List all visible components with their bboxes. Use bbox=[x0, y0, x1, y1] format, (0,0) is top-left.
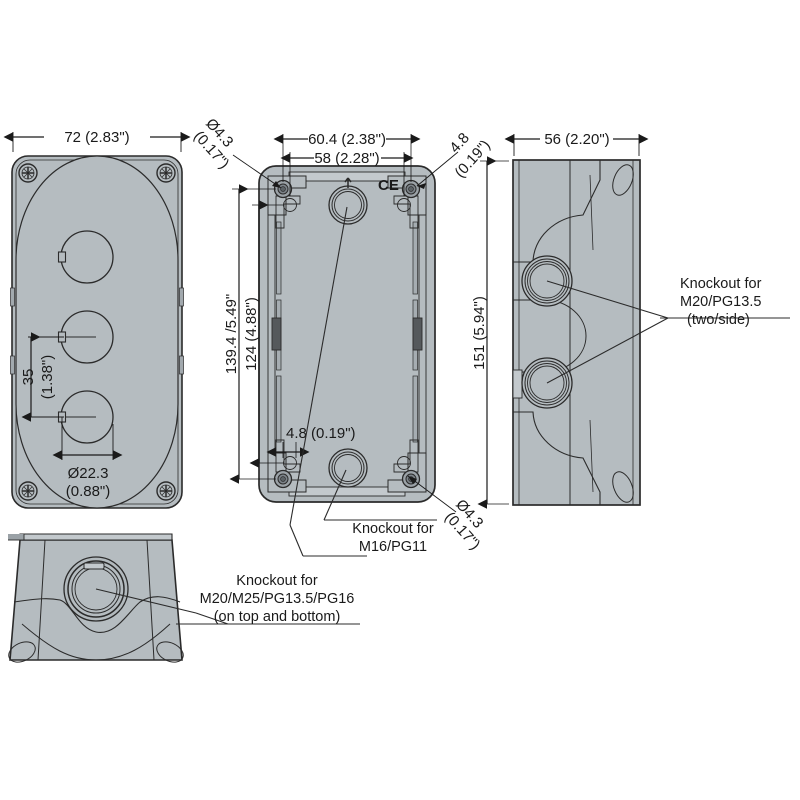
dimension-offset-bottom: 4.8 (0.19") bbox=[266, 425, 356, 458]
button-diameter-label: Ø22.3 bbox=[68, 465, 109, 482]
mounting-boss bbox=[387, 175, 427, 229]
knockout-bottom bbox=[328, 448, 368, 488]
callout-m20-m25: Knockout for M20/M25/PG13.5/PG16 (on top… bbox=[200, 573, 355, 625]
callout-m20-pg13-line-2: (two/side) bbox=[687, 312, 750, 328]
mount-width-outer-label: 60.4 (2.38") bbox=[308, 131, 386, 148]
knockout-top bbox=[328, 185, 368, 225]
callout-m20-pg13-line-0: Knockout for bbox=[680, 276, 762, 292]
front-view: 72 (2.83") 35 (1.38") Ø22.3 (0.88") bbox=[3, 129, 191, 509]
side-width-label: 56 (2.20") bbox=[544, 131, 609, 148]
button-spacing-label: 35 bbox=[20, 369, 37, 386]
dimension-button-diameter: Ø22.3 (0.88") bbox=[52, 417, 123, 500]
callout-m20-pg13-line-1: M20/PG13.5 bbox=[680, 294, 761, 310]
orientation-arrow-icon bbox=[344, 177, 352, 188]
offset-bottom-label: 4.8 (0.19") bbox=[286, 425, 356, 442]
callout-m16-line-0: Knockout for bbox=[352, 521, 434, 537]
callout-m20-m25-line-2: (on top and bottom) bbox=[214, 609, 341, 625]
dimension-side-height: 151 (5.94") bbox=[471, 156, 509, 509]
dimension-front-width: 72 (2.83") bbox=[3, 129, 191, 152]
mount-width-inner-label: 58 (2.28") bbox=[314, 150, 379, 167]
button-hole bbox=[57, 230, 114, 284]
dimension-side-width: 56 (2.20") bbox=[504, 131, 649, 156]
height-outer-label: 139.4 /5.49" bbox=[223, 294, 240, 374]
dimension-height-outer: 139.4 /5.49" bbox=[223, 184, 276, 484]
callout-m20-m25-line-0: Knockout for bbox=[236, 573, 318, 589]
front-width-label: 72 (2.83") bbox=[64, 129, 129, 146]
height-inner-label: 124 (4.88") bbox=[243, 297, 260, 371]
callout-m20-m25-line-1: M20/M25/PG13.5/PG16 bbox=[200, 591, 355, 607]
dimension-height-inner: 124 (4.88") bbox=[243, 200, 284, 468]
corner-screw bbox=[156, 163, 176, 183]
dimension-mount-width-inner: 58 (2.28") bbox=[280, 150, 414, 196]
corner-screw bbox=[18, 481, 38, 501]
corner-screw bbox=[156, 481, 176, 501]
callout-m16-line-1: M16/PG11 bbox=[359, 539, 427, 555]
callout-m16: Knockout for M16/PG11 bbox=[352, 521, 434, 555]
top-view bbox=[8, 533, 184, 663]
corner-screw bbox=[18, 163, 38, 183]
ce-mark-label: CE bbox=[378, 177, 399, 194]
button-spacing-inch-label: (1.38") bbox=[39, 355, 56, 400]
callout-m20-pg13: Knockout for M20/PG13.5 (two/side) bbox=[680, 276, 762, 328]
side-height-label: 151 (5.94") bbox=[471, 296, 488, 370]
callout-leaders bbox=[95, 206, 790, 625]
button-diameter-inch-label: (0.88") bbox=[66, 483, 111, 500]
dimension-button-spacing: 35 (1.38") bbox=[20, 332, 64, 422]
